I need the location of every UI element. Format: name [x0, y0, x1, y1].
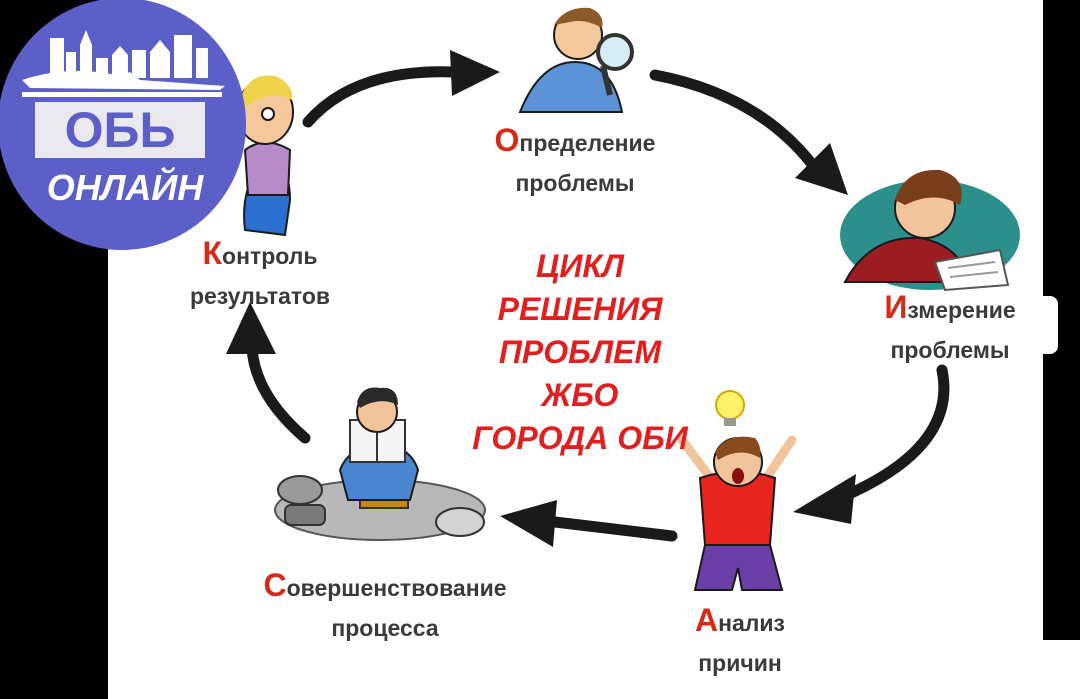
logo	[0, 0, 246, 250]
step-control-initial: К	[202, 235, 223, 271]
step-definition-line1: пределение	[519, 130, 656, 156]
arrow-head-5	[226, 302, 276, 354]
step-analysis-label: Анализ причин	[660, 600, 820, 683]
paper-right-tab	[1020, 296, 1058, 354]
step-control-line1: онтроль	[222, 243, 318, 269]
step-control-line2: результатов	[189, 283, 331, 309]
title-line-1: ЦИКЛ	[536, 248, 624, 284]
diagram-title: ЦИКЛ РЕШЕНИЯ ПРОБЛЕМ ЖБО ГОРОДА ОБИ	[440, 245, 720, 460]
arrow-heads	[226, 50, 856, 547]
step-improvement-initial: С	[263, 567, 287, 603]
step-analysis-line1: нализ	[718, 610, 785, 636]
step-measurement-initial: И	[884, 289, 908, 325]
step-analysis-line2: причин	[698, 650, 782, 676]
step-improvement-line2: процесса	[331, 615, 439, 641]
title-line-5: ГОРОДА ОБИ	[472, 420, 688, 456]
step-improvement-line1: овершенствование	[286, 575, 507, 601]
cycle-arrows	[246, 66, 950, 542]
arrow-analysis-to-improvement	[549, 516, 678, 542]
step-measurement-line2: проблемы	[890, 337, 1010, 363]
logo-skyline-icon	[22, 30, 225, 97]
paper-bottom	[108, 640, 1080, 699]
illustration-searcher	[518, 7, 634, 113]
logo-title: ОБЬ	[64, 102, 176, 158]
step-measurement-line1: змерение	[907, 297, 1016, 323]
step-control-label: Контроль результатов	[170, 233, 350, 316]
logo-text-box	[35, 102, 205, 158]
arrow-improvement-to-control	[246, 342, 311, 444]
arrow-control-to-definition	[302, 66, 461, 128]
illustration-writer	[840, 169, 1020, 292]
step-analysis-initial: А	[695, 602, 719, 638]
arrow-head-2	[795, 143, 848, 195]
illustration-idea	[677, 390, 797, 591]
illustration-mechanic	[274, 387, 486, 541]
title-line-4: ЖБО	[541, 377, 619, 413]
step-definition-line2: проблемы	[515, 170, 635, 196]
step-measurement-label: Измерение проблемы	[855, 287, 1045, 370]
arrow-head-4	[500, 500, 557, 547]
title-line-3: ПРОБЛЕМ	[498, 334, 662, 370]
illustration-thinker	[236, 75, 294, 237]
arrow-measurement-to-analysis	[834, 364, 950, 504]
arrow-head-1	[450, 50, 500, 96]
step-improvement-label: Совершенствование процесса	[225, 565, 545, 648]
step-definition-label: Определение проблемы	[465, 120, 685, 203]
arrow-head-3	[793, 474, 856, 524]
title-line-2: РЕШЕНИЯ	[497, 291, 663, 327]
step-definition-initial: О	[494, 122, 520, 158]
arrow-definition-to-measurement	[649, 69, 821, 174]
logo-subtitle: ОНЛАЙН	[46, 167, 204, 208]
